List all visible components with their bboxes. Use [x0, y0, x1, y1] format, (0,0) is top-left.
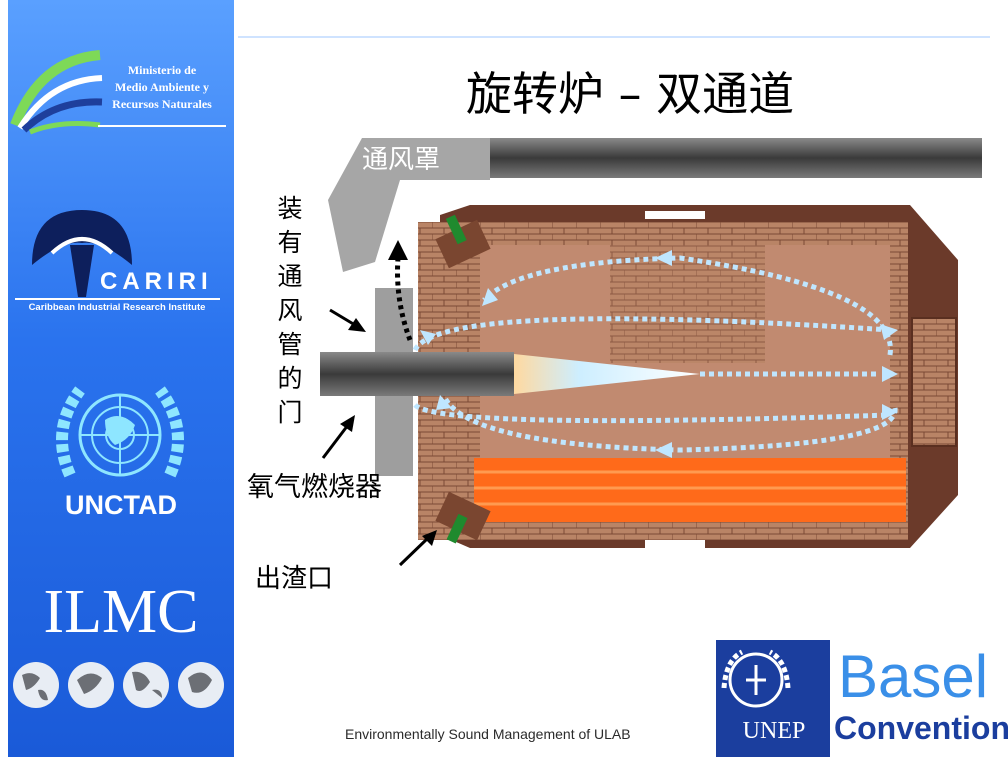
header-divider: [238, 36, 990, 38]
door-label: 装 有 通 风 管 的 门: [277, 194, 303, 427]
globes-row: [13, 662, 224, 708]
globe-icon: [68, 662, 114, 708]
burner-label: 氧气燃烧器: [247, 472, 382, 503]
top-ring: [645, 211, 705, 219]
ilmc-label: ILMC: [43, 578, 199, 646]
burner-pipe: [320, 352, 514, 396]
slag-hatch: [435, 491, 491, 544]
cariri-name: CARIRI: [100, 268, 213, 295]
globe-icon: [13, 662, 59, 708]
globe-icon: [178, 662, 224, 708]
un-emblem-icon: [56, 386, 184, 478]
ministry-underline: [98, 125, 226, 127]
slag-tap-label: 出渣口: [255, 564, 334, 594]
convention-label: Convention: [834, 710, 1008, 746]
exhaust-duct: [490, 138, 982, 178]
basel-logo: [716, 640, 1008, 757]
exhaust-flow-arrow: [395, 257, 413, 341]
ministry-logo: [10, 50, 103, 135]
unep-label: UNEP: [742, 718, 806, 744]
cariri-underline: [15, 298, 220, 300]
ventilation-hood: [328, 138, 490, 272]
slide-title: 旋转炉 – 双通道: [465, 67, 795, 121]
bottom-ring: [645, 540, 705, 548]
back-wall-bricks: [610, 245, 765, 363]
globe-icon: [123, 662, 169, 708]
rear-door: [911, 317, 957, 447]
ministry-name: Ministerio de Medio Ambiente y Recursos …: [112, 63, 212, 111]
footer-text: Environmentally Sound Management of ULAB: [345, 726, 631, 742]
top-hatch: [435, 214, 491, 269]
pointer-arrows: [321, 308, 437, 567]
cariri-logo-icon: [32, 210, 132, 297]
basel-label: Basel: [838, 643, 989, 710]
burner-flame: [514, 354, 700, 394]
molten-charge: [474, 458, 906, 522]
cariri-subtitle: Caribbean Industrial Research Institute: [28, 302, 206, 313]
unctad-label: UNCTAD: [65, 490, 177, 520]
hood-label: 通风罩: [362, 145, 441, 175]
flow-arrowheads: [420, 250, 898, 458]
